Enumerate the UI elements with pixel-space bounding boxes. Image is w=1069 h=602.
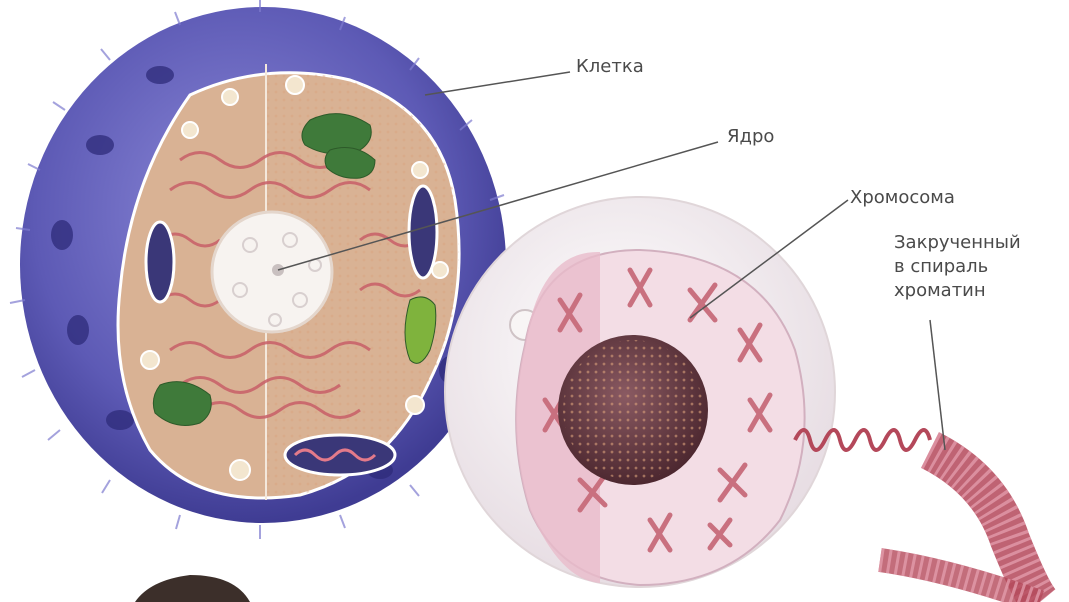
label-chromosome: Хромосома: [850, 186, 955, 210]
leader-cell: [425, 72, 570, 95]
label-chromatin-line-2: в спираль: [894, 255, 1021, 279]
label-nucleus: Ядро: [727, 125, 774, 149]
chromatin-fiber: [795, 430, 1040, 602]
partial-figure: [135, 575, 250, 602]
cell-illustration: [10, 0, 513, 539]
label-chromatin-line-1: Закрученный: [894, 231, 1021, 255]
label-chromatin-line-3: хроматин: [894, 279, 1021, 303]
nucleus-enlargement: [445, 197, 835, 587]
label-chromatin: Закрученный в спираль хроматин: [894, 231, 1021, 303]
label-cell: Клетка: [576, 55, 644, 79]
leader-chromatin: [930, 320, 945, 450]
